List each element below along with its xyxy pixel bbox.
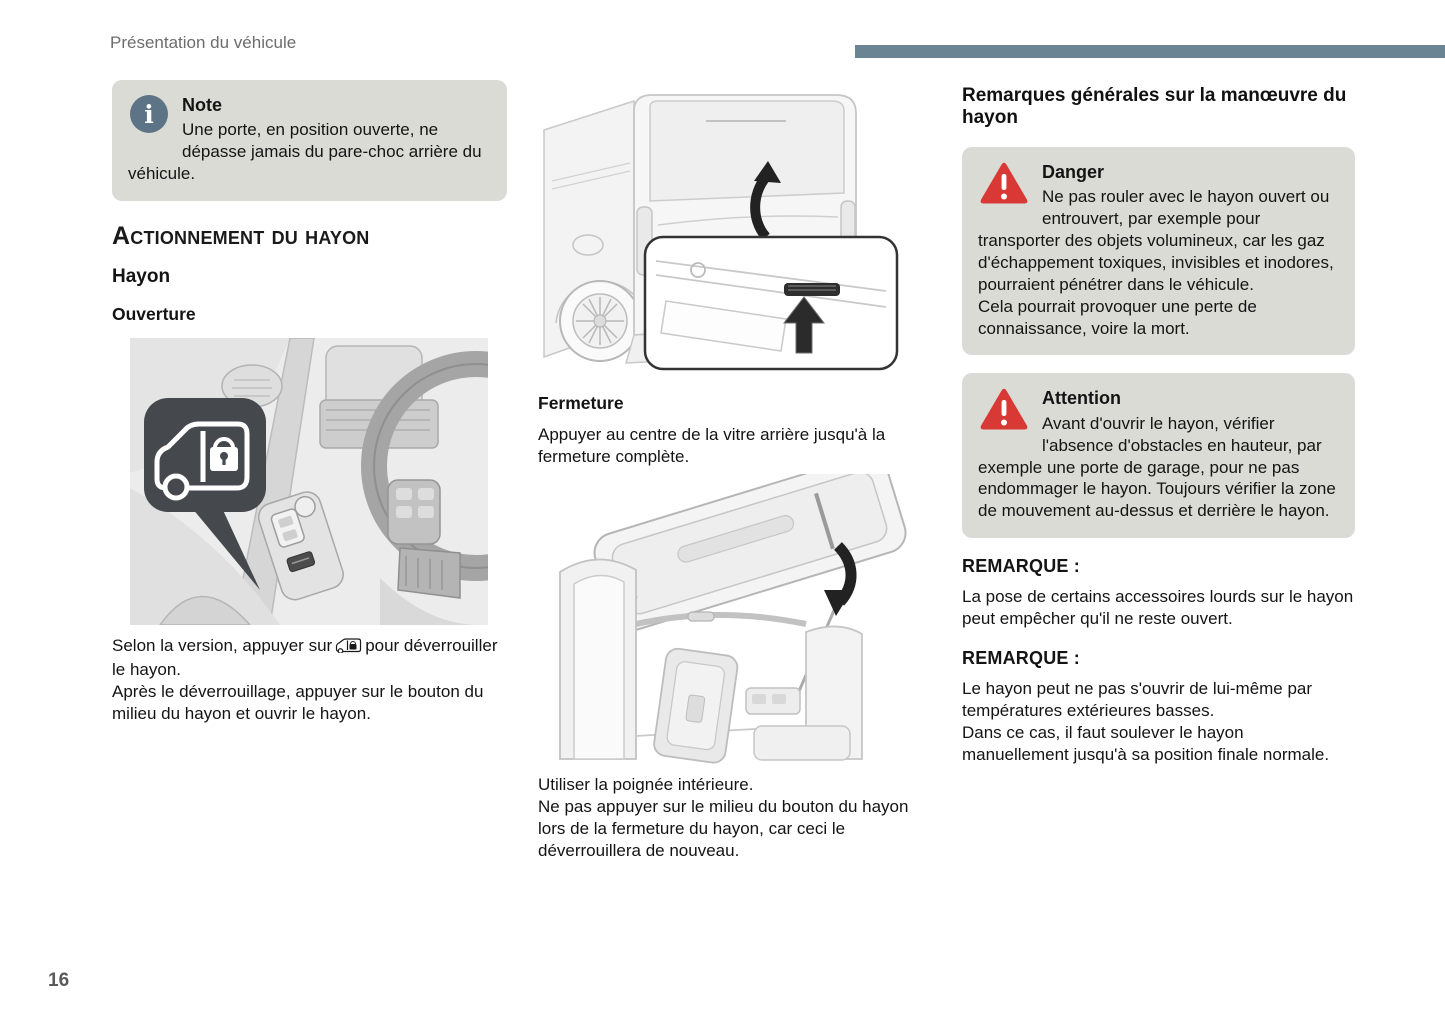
note-body-text: Une porte, en position ouverte, ne dépas…	[128, 120, 482, 184]
remark2-text2: Dans ce cas, il faut soulever le hayon m…	[962, 723, 1330, 764]
note-body: Une porte, en position ouverte, ne dépas…	[128, 119, 491, 185]
van-rear-illustration	[538, 85, 915, 377]
info-icon: i	[130, 95, 168, 139]
svg-text:i: i	[144, 100, 154, 129]
attention-body: Avant d'ouvrir le hayon, vérifier l'abse…	[978, 413, 1339, 523]
remark1-body: La pose de certains accessoires lourds s…	[962, 586, 1355, 630]
remark2-text1: Le hayon peut ne pas s'ouvrir de lui-mêm…	[962, 679, 1313, 721]
danger-box: Danger Ne pas rouler avec le hayon ouver…	[962, 146, 1355, 356]
heading-hayon: Hayon	[112, 265, 171, 287]
right-column: Remarques générales sur la manœuvre du h…	[962, 85, 1355, 766]
danger-title: Danger	[1042, 161, 1105, 182]
left-column: i Note Une porte, en position ouverte, n…	[112, 80, 507, 725]
van-lock-icon	[335, 637, 362, 659]
attention-text: Avant d'ouvrir le hayon, vérifier l'abse…	[978, 413, 1336, 521]
accent-bar	[855, 45, 1445, 58]
fermeture-text: Appuyer au centre de la vitre arrière ju…	[538, 425, 886, 466]
danger-para2: Cela pourrait provoquer une perte de con…	[978, 296, 1257, 338]
note-box: i Note Une porte, en position ouverte, n…	[112, 80, 507, 201]
warning-triangle-icon	[980, 388, 1028, 437]
open-tailgate-illustration	[538, 473, 915, 764]
section-title-actionnement-du-hayon: Actionnement du hayon	[112, 221, 370, 250]
page-number: 16	[48, 970, 70, 991]
fermeture-note-paragraph: Utiliser la poignée intérieure. Ne pas a…	[538, 774, 918, 862]
text-after-icon: pour déverrouiller le hayon.	[112, 635, 498, 679]
close-line2: Ne pas appuyer sur le milieu du bouton d…	[538, 796, 909, 860]
remark1-label: REMARQUE :	[962, 556, 1080, 577]
running-header: Présentation du véhicule	[110, 33, 297, 52]
attention-title: Attention	[1042, 388, 1121, 409]
text-before-icon: Selon la version, appuyer sur	[112, 635, 333, 655]
heading-fermeture: Fermeture	[538, 393, 624, 413]
interior-illustration	[130, 337, 488, 625]
remark2-label: REMARQUE :	[962, 648, 1080, 669]
danger-para1: Ne pas rouler avec le hayon ouvert ou en…	[978, 187, 1334, 294]
ouverture-line2: Après le déverrouillage, appuyer sur le …	[112, 681, 484, 723]
close-line1: Utiliser la poignée intérieure.	[538, 774, 754, 794]
remark1-text: La pose de certains accessoires lourds s…	[962, 587, 1354, 629]
remark2-body: Le hayon peut ne pas s'ouvrir de lui-mêm…	[962, 678, 1355, 766]
attention-box: Attention Avant d'ouvrir le hayon, vérif…	[962, 373, 1355, 539]
danger-body: Ne pas rouler avec le hayon ouvert ou en…	[978, 186, 1339, 339]
van-lock-callout-icon	[154, 421, 250, 501]
heading-remarques-generales: Remarques générales sur la manœuvre du h…	[962, 85, 1347, 129]
middle-column: Fermeture Appuyer au centre de la vitre …	[538, 85, 918, 862]
warning-triangle-icon	[980, 162, 1028, 211]
heading-ouverture: Ouverture	[112, 303, 196, 324]
note-title: Note	[182, 95, 222, 115]
fermeture-paragraph: Appuyer au centre de la vitre arrière ju…	[538, 424, 918, 468]
